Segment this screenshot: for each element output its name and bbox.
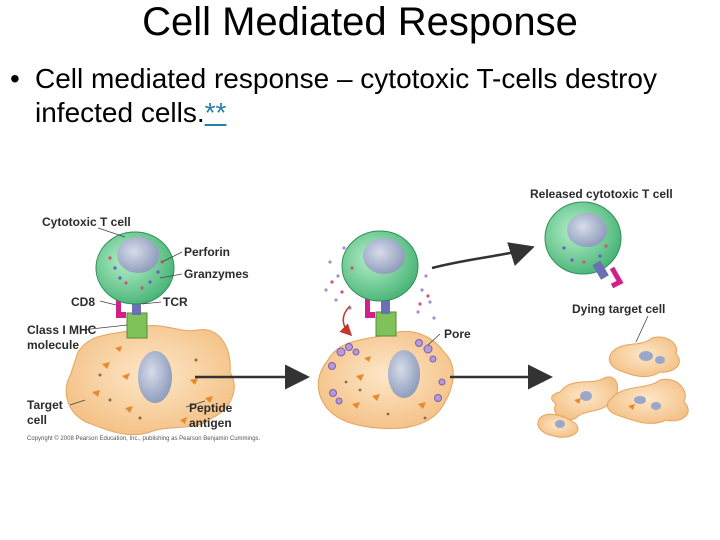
copyright-notice: Copyright © 2008 Pearson Education, Inc.… (27, 435, 261, 442)
t-cell-nucleus (117, 237, 159, 273)
label-granzymes: Granzymes (184, 267, 249, 281)
label-cd8: CD8 (71, 295, 95, 309)
label-target-cell: Target (27, 398, 63, 412)
bullet-dot: • (10, 63, 20, 94)
label-pore: Pore (444, 327, 471, 341)
stage-attack (317, 230, 454, 430)
dying-target-cell (537, 336, 689, 438)
label-cytotoxic-t-cell: Cytotoxic T cell (42, 215, 131, 229)
attacked-target-cell (317, 330, 454, 430)
attacked-nucleus (388, 350, 420, 398)
footnote-link[interactable]: ** (204, 97, 227, 128)
label-class-i-mhc-2: molecule (27, 338, 79, 352)
class-i-mhc (126, 312, 148, 339)
target-nucleus (138, 351, 172, 403)
bullet-text: Cell mediated response – cytotoxic T-cel… (10, 62, 700, 130)
perforin-granules (113, 266, 160, 284)
peptide-antigens (92, 346, 213, 424)
cd8-receptor (116, 296, 126, 318)
bullet-point: • Cell mediated response – cytotoxic T-c… (10, 62, 700, 130)
label-released-t-cell: Released cytotoxic T cell (530, 187, 673, 201)
label-peptide-antigen-2: antigen (189, 416, 232, 430)
pores (328, 339, 446, 405)
label-peptide-antigen: Peptide (189, 401, 233, 415)
bullet-body: Cell mediated response – cytotoxic T-cel… (35, 63, 657, 128)
released-granules (324, 246, 436, 320)
label-class-i-mhc: Class I MHC (27, 323, 97, 337)
stage-release (537, 201, 689, 438)
label-tcr: TCR (163, 295, 188, 309)
arrow-release (431, 242, 535, 270)
slide-title: Cell Mediated Response (142, 0, 578, 44)
label-target-cell-2: cell (27, 413, 47, 427)
label-dying-target-cell: Dying target cell (572, 302, 665, 316)
stage-recognition (65, 227, 235, 436)
granule-release-arrow (339, 305, 353, 337)
label-perforin: Perforin (184, 245, 230, 259)
